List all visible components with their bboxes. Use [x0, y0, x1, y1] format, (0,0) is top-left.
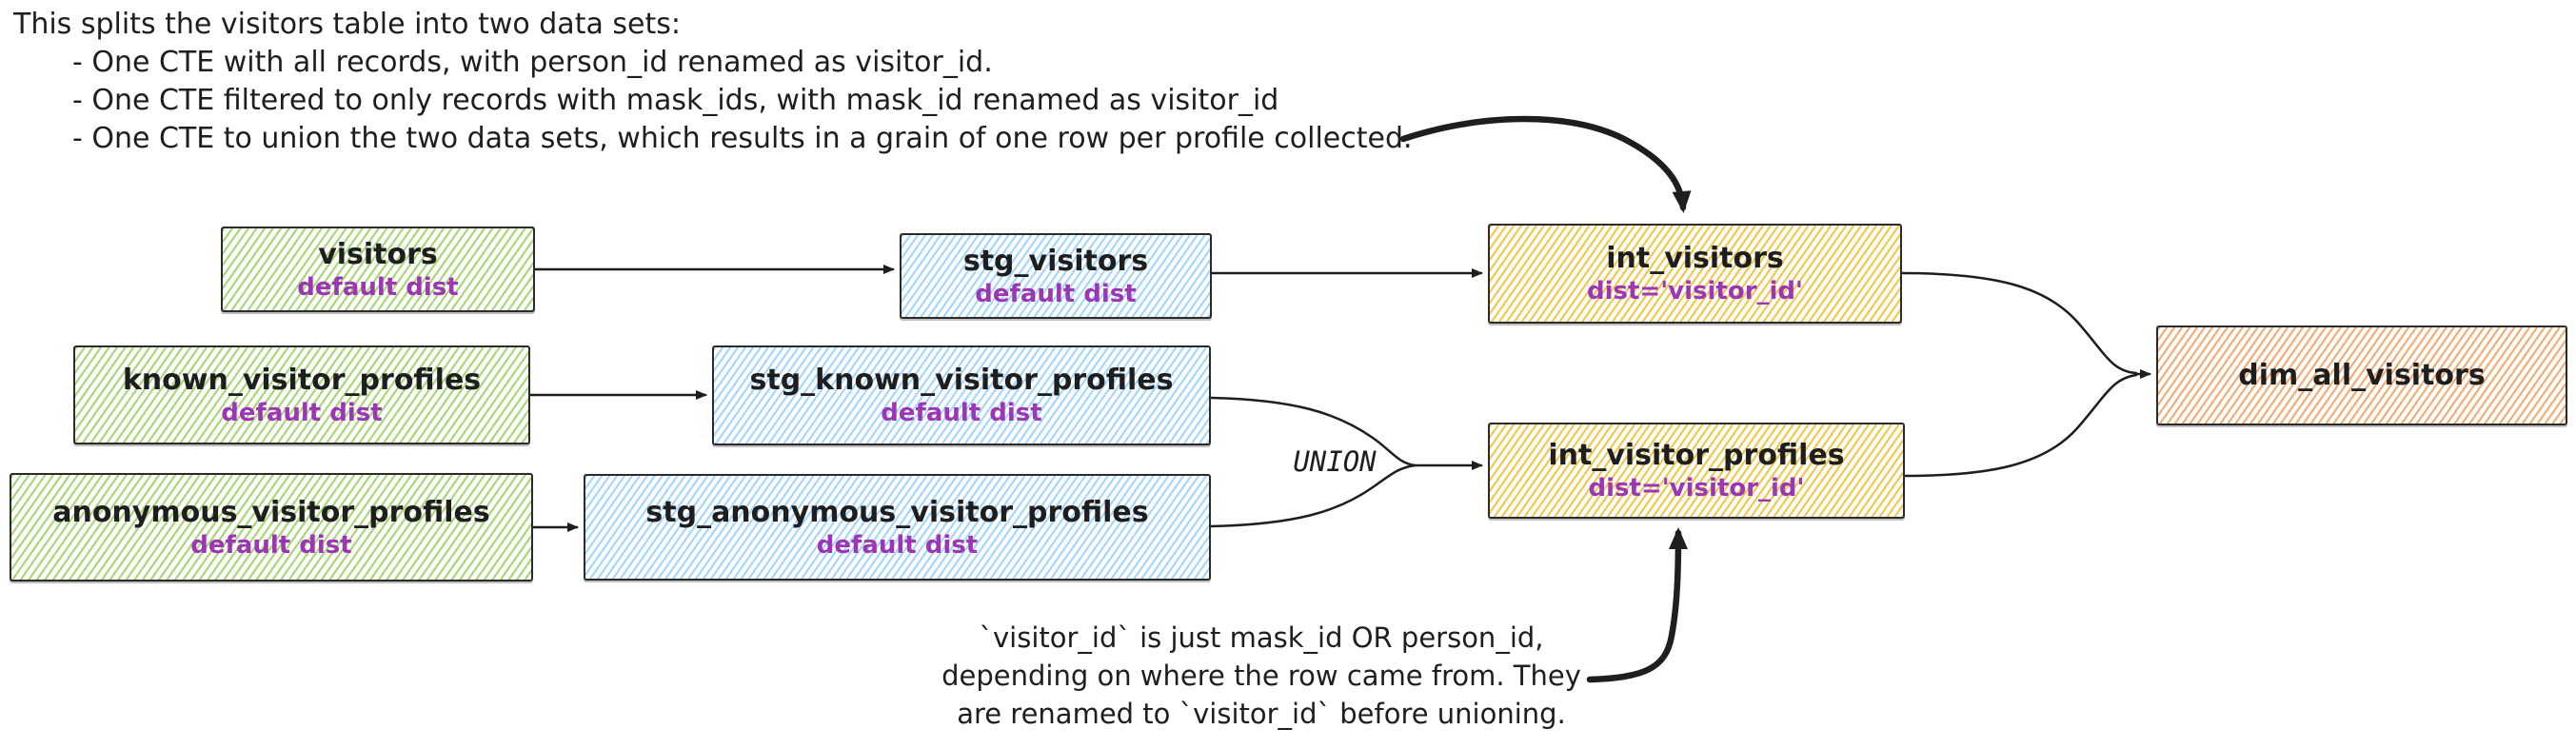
- node-title: stg_visitors: [962, 244, 1149, 278]
- node-subtitle: default dist: [816, 530, 979, 560]
- bottom-annotation-line: are renamed to `visitor_id` before union…: [957, 698, 1566, 730]
- node-title: dim_all_visitors: [2238, 359, 2486, 392]
- node-int-visitors[interactable]: int_visitors dist='visitor_id': [1488, 224, 1902, 324]
- node-dim-all-visitors[interactable]: dim_all_visitors: [2156, 325, 2567, 425]
- node-known-visitor-profiles[interactable]: known_visitor_profiles default dist: [73, 345, 530, 444]
- bottom-annotation-line: depending on where the row came from. Th…: [941, 660, 1581, 692]
- node-title: int_visitors: [1606, 242, 1784, 275]
- arrow-top-note-to-int-visitors: [1399, 115, 1692, 213]
- top-annotation-bullet: - One CTE with all records, with person_…: [72, 46, 993, 79]
- node-stg-anonymous-visitor-profiles[interactable]: stg_anonymous_visitor_profiles default d…: [584, 474, 1211, 581]
- top-annotation-line: This splits the visitors table into two …: [13, 8, 681, 41]
- top-annotation: This splits the visitors table into two …: [13, 6, 1413, 158]
- node-title: stg_anonymous_visitor_profiles: [645, 495, 1149, 529]
- node-title: int_visitor_profiles: [1548, 439, 1845, 472]
- node-anonymous-visitor-profiles[interactable]: anonymous_visitor_profiles default dist: [10, 473, 533, 581]
- bottom-annotation-line: `visitor_id` is just mask_id OR person_i…: [979, 621, 1544, 654]
- node-subtitle: dist='visitor_id': [1586, 277, 1804, 306]
- node-subtitle: default dist: [297, 272, 459, 302]
- node-stg-visitors[interactable]: stg_visitors default dist: [900, 233, 1212, 319]
- node-subtitle: default dist: [190, 530, 352, 560]
- node-title: known_visitor_profiles: [122, 363, 482, 397]
- arrow-int-visitors-to-dim: [1900, 271, 2138, 375]
- arrow-int-profiles-to-dim: [1903, 373, 2138, 478]
- node-title: anonymous_visitor_profiles: [52, 495, 490, 529]
- node-title: stg_known_visitor_profiles: [749, 364, 1174, 397]
- top-annotation-bullet: - One CTE filtered to only records with …: [72, 84, 1279, 117]
- node-int-visitor-profiles[interactable]: int_visitor_profiles dist='visitor_id': [1488, 423, 1905, 519]
- node-subtitle: default dist: [881, 399, 1042, 427]
- node-subtitle: dist='visitor_id': [1588, 474, 1805, 503]
- node-subtitle: default dist: [221, 398, 383, 427]
- union-label: UNION: [1293, 445, 1377, 478]
- node-title: visitors: [318, 237, 438, 271]
- node-visitors[interactable]: visitors default dist: [221, 227, 535, 312]
- bottom-annotation: `visitor_id` is just mask_id OR person_i…: [914, 619, 1609, 733]
- node-subtitle: default dist: [975, 279, 1137, 308]
- node-stg-known-visitor-profiles[interactable]: stg_known_visitor_profiles default dist: [712, 345, 1211, 445]
- top-annotation-bullet: - One CTE to union the two data sets, wh…: [72, 122, 1413, 155]
